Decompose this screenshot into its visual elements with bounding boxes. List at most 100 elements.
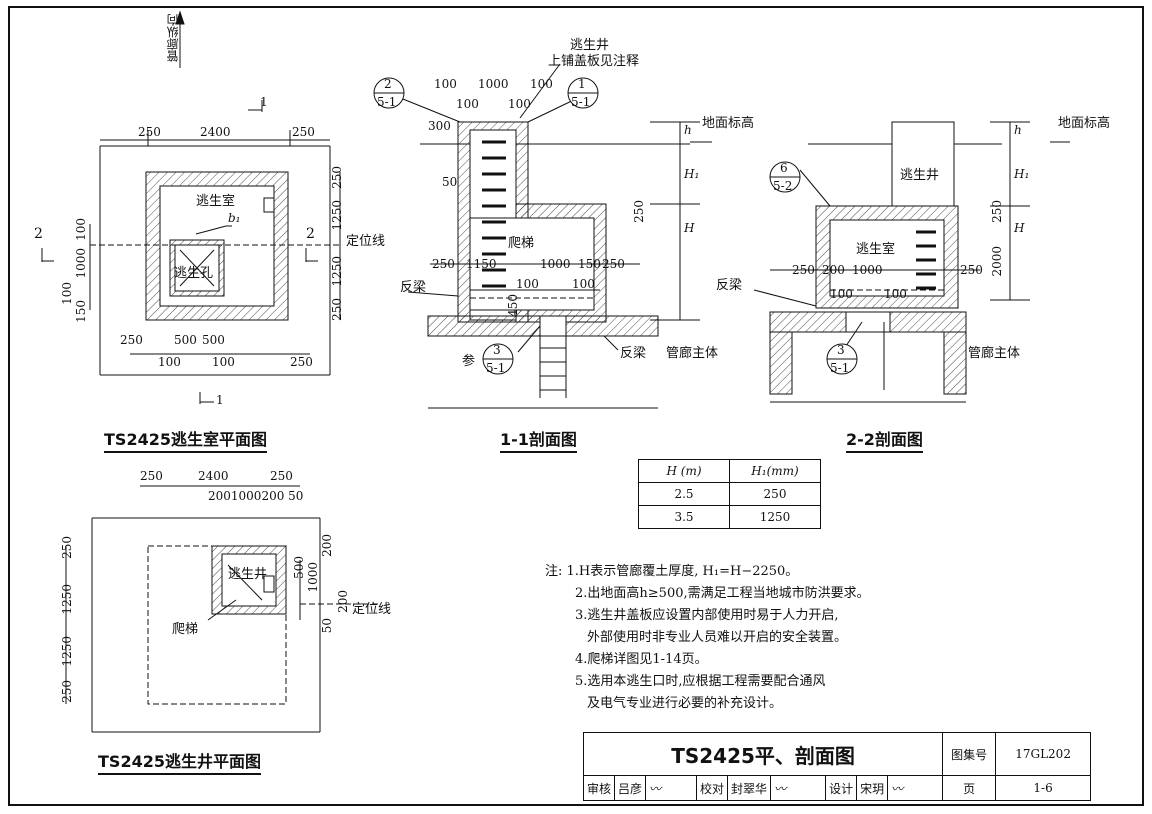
ref-b-top: 1	[578, 77, 586, 91]
s22-dim: 100	[884, 287, 907, 301]
s11-h: h	[684, 123, 692, 137]
atlas-label: 图集号	[942, 732, 997, 776]
check-label: 校对	[696, 775, 729, 801]
s11-dim: 150	[578, 257, 601, 271]
s22-dim: 250	[792, 263, 815, 277]
s11-dim: 250	[602, 257, 625, 271]
ref-c-top: 3	[493, 343, 501, 357]
s11-vdim: 250	[632, 200, 646, 223]
plan-well-dim: 250	[60, 680, 74, 703]
table-row: 审核 吕彦 〰 校对 封翠华 〰 设计 宋玥 〰 页 1-6	[582, 775, 1092, 801]
plan-room-dim: 150	[74, 300, 88, 323]
s11-dim: 100	[508, 97, 531, 111]
s11-dim: 100	[516, 277, 539, 291]
table-row: 3.5 1250	[638, 505, 821, 529]
s22-dim: 200	[822, 263, 845, 277]
plan-well-dim: 500	[292, 556, 306, 579]
s11-dim: 1000	[478, 77, 509, 91]
s11-corridor: 管廊主体	[666, 346, 719, 361]
reviewer-name: 吕彦	[614, 775, 647, 801]
plan-room-dim: 1250	[330, 256, 344, 287]
s11-dim: 1150	[466, 257, 497, 271]
ref-b-bottom: 5-1	[571, 95, 591, 109]
ref-c-prefix: 参	[462, 354, 476, 369]
note-item: 3.逃生井盖板应设置内部使用时易于人力开启,	[575, 608, 839, 623]
plan-room-dim: 100	[212, 355, 235, 369]
ref-a-bottom: 5-1	[377, 95, 397, 109]
plan-room-dim: 2400	[200, 125, 231, 139]
note-item: 4.爬梯详图见1-14页。	[575, 652, 708, 667]
main-title: TS2425平、剖面图	[582, 732, 944, 776]
plan-well-dim: 1250	[60, 584, 74, 615]
plan-room-dim: 500	[174, 333, 197, 347]
plan-room-title: TS2425逃生室平面图	[104, 426, 267, 453]
section-mark: 2	[306, 226, 315, 242]
s11-ladder: 爬梯	[508, 236, 535, 251]
plan-well-dim: 250	[270, 469, 293, 483]
table-row: TS2425平、剖面图 图集号 17GL202	[582, 732, 1092, 776]
s22-room-label: 逃生室	[856, 242, 896, 257]
s11-beam2: 反梁	[620, 346, 647, 361]
s11-beam: 反梁	[400, 280, 427, 295]
table-cell: 2.5	[638, 482, 730, 506]
table-row: H (m) H₁(mm)	[638, 459, 821, 483]
plan-well-dim: 250	[60, 536, 74, 559]
ref-3b-top: 3	[837, 343, 845, 357]
well-label: 逃生井	[228, 567, 268, 582]
s11-dim: 100	[572, 277, 595, 291]
checker-name: 封翠华	[727, 775, 772, 801]
plan-room-dim: 500	[202, 333, 225, 347]
s22-dim: 1000	[852, 263, 883, 277]
title-block: TS2425平、剖面图 图集号 17GL202 审核 吕彦 〰 校对 封翠华 〰…	[582, 732, 1092, 801]
s22-ground: 地面标高	[1058, 116, 1111, 131]
section-11-title: 1-1剖面图	[500, 426, 577, 453]
plan-room-dim: 1000	[74, 248, 88, 279]
s11-dim: 100	[530, 77, 553, 91]
plan-room-dim: 100	[158, 355, 181, 369]
table-header: H₁(mm)	[729, 459, 821, 483]
section-11-drawing	[420, 121, 712, 409]
s11-H1: H₁	[684, 167, 700, 181]
designer-signature: 〰	[887, 775, 944, 801]
plan-well-dim: 200	[336, 590, 350, 613]
table-cell: 250	[729, 482, 821, 506]
plan-room-drawing	[41, 10, 341, 404]
s22-corridor: 管廊主体	[968, 346, 1021, 361]
review-label: 审核	[582, 775, 616, 801]
section-22-title: 2-2剖面图	[846, 426, 923, 453]
section-mark: 1	[216, 393, 224, 407]
s22-dim: 250	[960, 263, 983, 277]
page-label: 页	[942, 775, 997, 801]
ref-a-top: 2	[384, 77, 392, 91]
design-label: 设计	[825, 775, 858, 801]
s22-beam: 反梁	[716, 278, 743, 293]
s11-H: H	[684, 221, 695, 235]
plan-well-dim-small: 2001000200 50	[208, 489, 304, 503]
plan-room-dim: 250	[330, 298, 344, 321]
s22-H: H	[1014, 221, 1025, 235]
s22-h: h	[1014, 123, 1022, 137]
s11-dim: 100	[456, 97, 479, 111]
hole-label: 逃生孔	[174, 266, 214, 281]
atlas-no: 17GL202	[995, 732, 1092, 776]
north-label: 管廊纵向	[166, 14, 180, 62]
plan-room-dim: 250	[330, 166, 344, 189]
ladder-label: 爬梯	[172, 622, 199, 637]
table-row: 2.5 250	[638, 482, 821, 506]
plan-room-dim: 250	[292, 125, 315, 139]
s11-well-label: 逃生井	[570, 38, 610, 53]
ref-6-top: 6	[780, 161, 788, 175]
s22-dim: 100	[830, 287, 853, 301]
s11-vdim: 50	[442, 175, 458, 189]
h-table: H (m) H₁(mm) 2.5 250 3.5 1250	[638, 459, 821, 529]
table-cell: 1250	[729, 505, 821, 529]
b1-label: b₁	[228, 211, 241, 225]
plan-room-dim: 100	[60, 282, 74, 305]
s11-cover-note: 上铺盖板见注释	[548, 54, 640, 69]
plan-well-dim: 200	[320, 534, 334, 557]
plan-room-dim: 1250	[330, 200, 344, 231]
note-item: 5.选用本逃生口时,应根据工程需要配合通风	[575, 674, 826, 689]
note-item: 2.出地面高h≥500,需满足工程当地城市防洪要求。	[575, 586, 870, 601]
note-line: 注: 1.H表示管廊覆土厚度, H₁=H−2250。	[545, 561, 870, 583]
